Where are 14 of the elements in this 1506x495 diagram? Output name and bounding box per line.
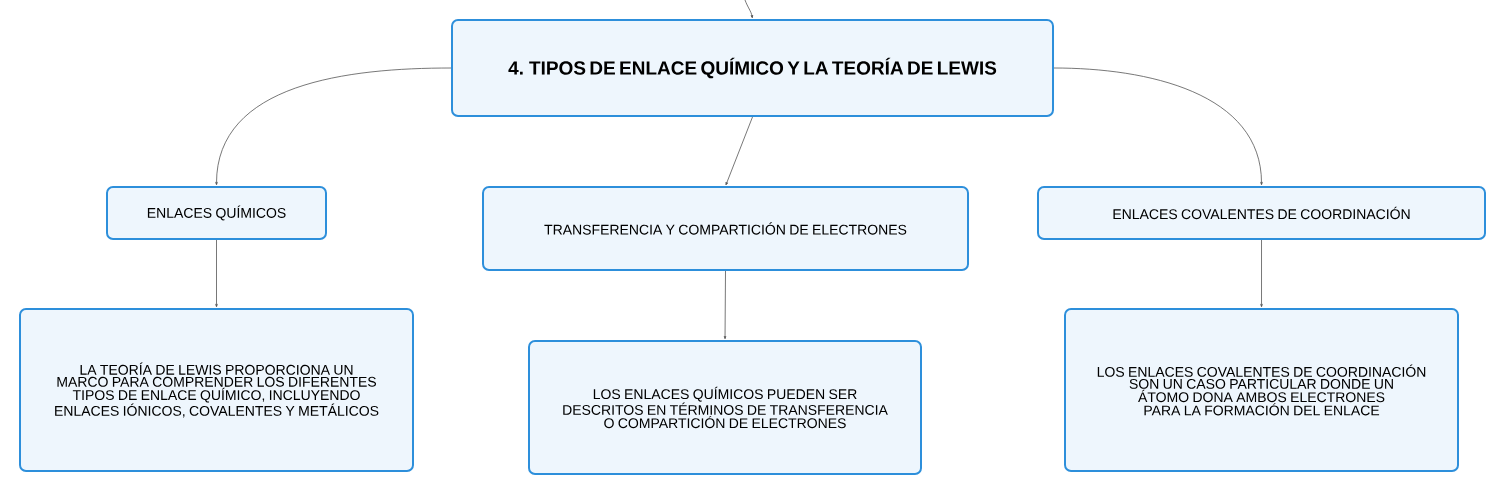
concept-box: ENLACES COVALENTES DE COORDINACIÓN [1037, 186, 1486, 240]
concept-box: TRANSFERENCIA Y COMPARTICIÓN DE ELECTRONES [482, 186, 969, 271]
topic-box: 4. TIPOS DE ENLACE QUÍMICO Y LA TEORÍA DE LEWIS [451, 19, 1054, 117]
arrow [723, 270, 727, 340]
concept-box: LOS ENLACES COVALENTES DE COORDINACIÓN SON UN CASO PARTICULAR DONDE UN ÁTOMO DONA AMBOS ELECTRONES PARA LA FORMACIÓN DEL ENLACE [1064, 308, 1459, 472]
arrow [1260, 239, 1263, 308]
concept-box: ENLACES QUÍMICOS [106, 186, 327, 240]
arrow [215, 67, 452, 186]
arrow [215, 239, 218, 308]
concept-box: LA TEORÍA DE LEWIS PROPORCIONA UN MARCO PARA COMPRENDER LOS DIFERENTES TIPOS DE ENLACE QUÍMICO, INCLUYENDO ENLACES IÓNICOS, COVALENTES Y METÁLICOS [19, 308, 414, 472]
concept-box: LOS ENLACES QUÍMICOS PUEDEN SER DESCRITOS EN TÉRMINOS DE TRANSFERENCIA O COMPARTICIÓN DE ELECTRONES [528, 340, 922, 475]
arrow [725, 116, 753, 186]
arrow [1053, 67, 1263, 186]
arrow [744, 0, 754, 19]
